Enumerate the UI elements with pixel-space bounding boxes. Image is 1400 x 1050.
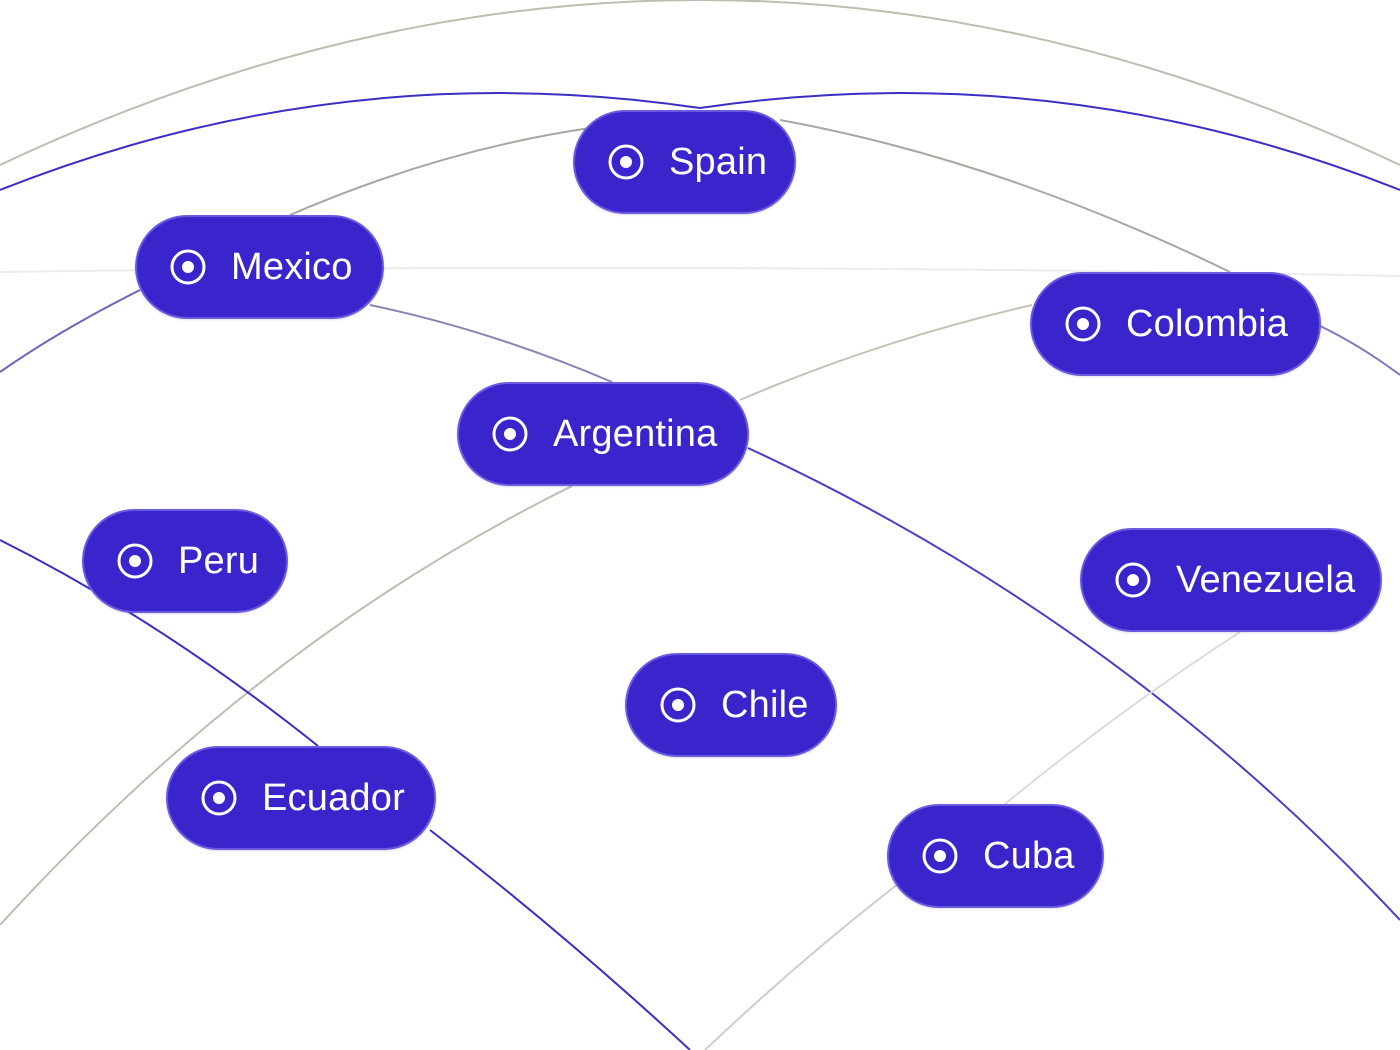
option-argentina[interactable]: Argentina [457,382,749,486]
option-colombia[interactable]: Colombia [1030,272,1321,376]
arc-argentina-bottom-right [747,447,1400,921]
radio-selected-icon [1064,305,1102,343]
option-label: Spain [669,141,768,183]
radio-selected-icon [200,779,238,817]
option-label: Colombia [1126,303,1289,345]
radio-selected-icon [659,686,697,724]
radio-selected-icon [921,837,959,875]
radio-selected-icon [491,415,529,453]
arc-gray-mexico-spain [289,127,591,216]
radio-selected-icon [1114,561,1152,599]
option-chile[interactable]: Chile [625,653,837,757]
option-label: Ecuador [262,777,405,819]
radio-selected-icon [116,542,154,580]
option-spain[interactable]: Spain [573,110,796,214]
option-mexico[interactable]: Mexico [135,215,384,319]
arc-venezuela-cuba [1004,631,1241,805]
arc-peru-ecuador [0,539,319,747]
arc-mexico-argentina [369,304,613,383]
arc-ecuador-bottom [429,829,691,1050]
radio-selected-icon [607,143,645,181]
arc-argentina-bottom-left [0,485,573,926]
option-label: Cuba [983,835,1075,877]
option-venezuela[interactable]: Venezuela [1080,528,1382,632]
option-peru[interactable]: Peru [82,509,288,613]
arc-gray-spain-colombia [779,119,1231,273]
option-label: Argentina [553,413,718,455]
arc-cuba-bottom [704,883,899,1050]
radio-selected-icon [169,248,207,286]
option-label: Venezuela [1176,559,1356,601]
option-label: Mexico [231,246,353,288]
option-cuba[interactable]: Cuba [887,804,1104,908]
option-label: Chile [721,684,809,726]
arc-gray-outer [0,0,1400,166]
option-label: Peru [178,540,260,582]
arc-purple-right [699,92,1400,191]
option-ecuador[interactable]: Ecuador [166,746,436,850]
arc-purple-left [0,92,701,191]
arc-colombia-right [1317,324,1400,376]
arc-argentina-colombia [739,304,1033,401]
arc-mexico-left [0,289,141,373]
